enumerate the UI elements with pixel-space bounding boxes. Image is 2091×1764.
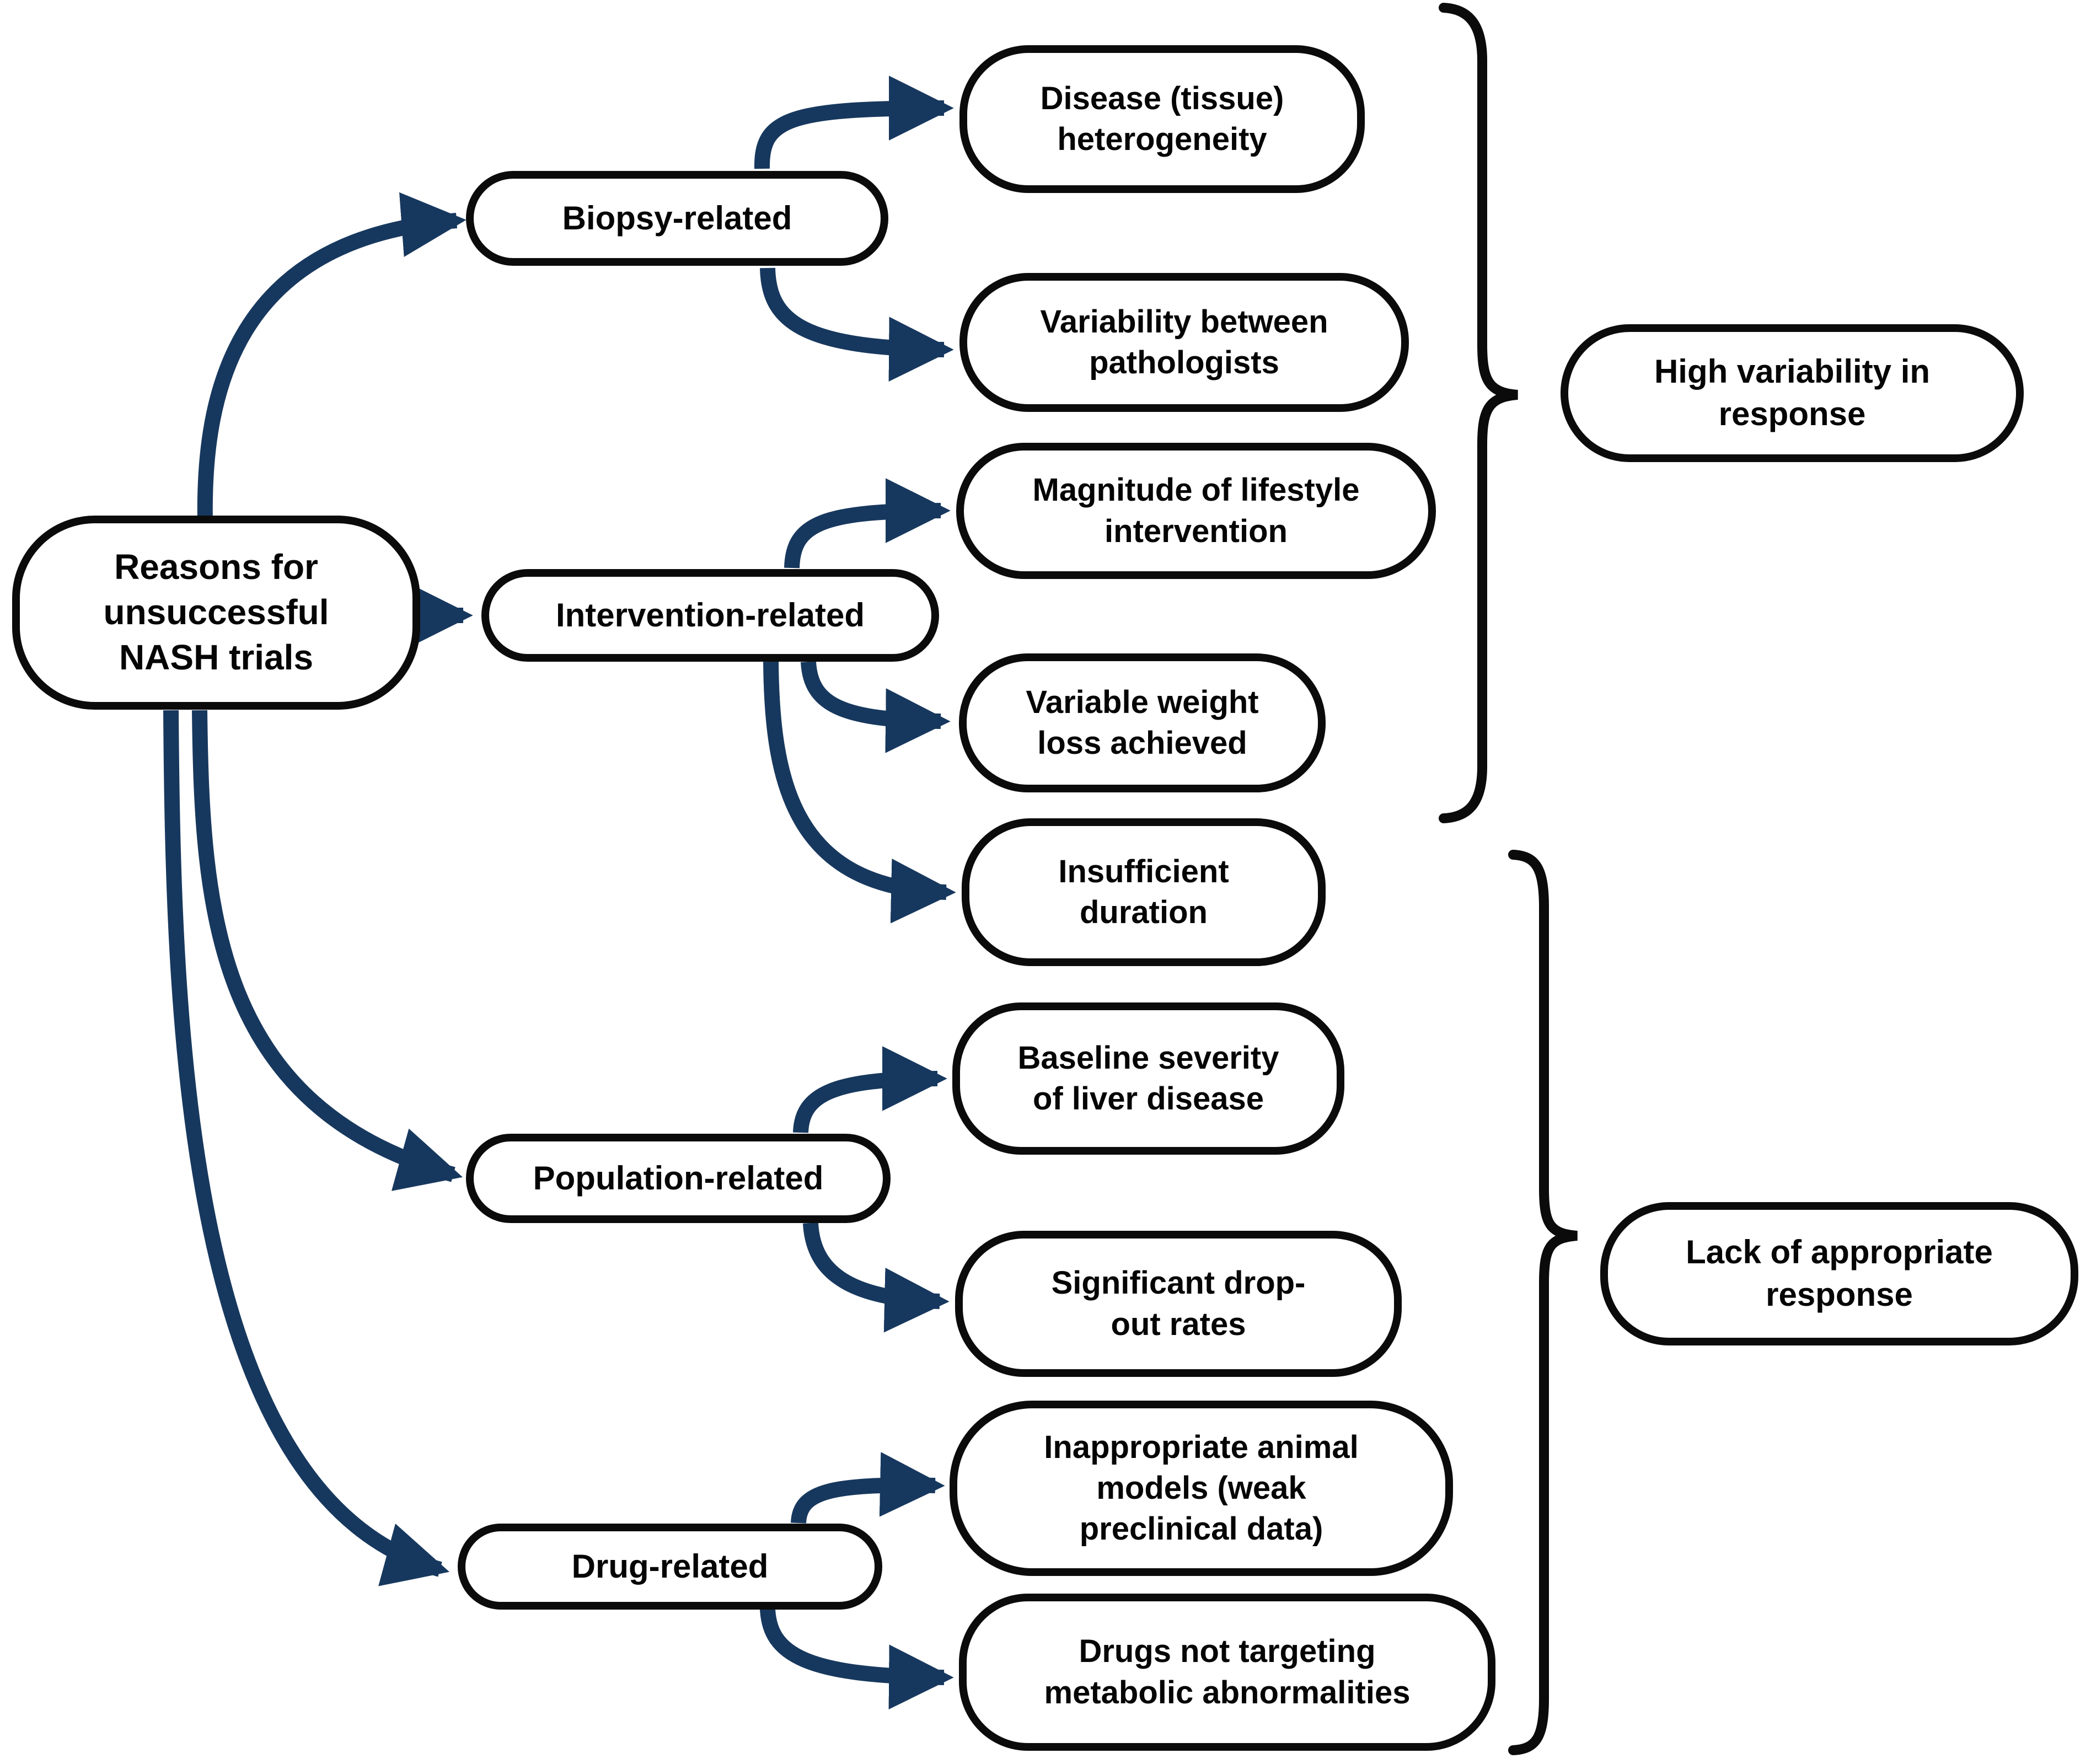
brace-high-variability-group [1439, 3, 1518, 823]
node-leaf-lifestyle-magnitude: Magnitude of lifestyle intervention [956, 443, 1436, 579]
node-outcome-high-variability: High variability in response [1561, 324, 2024, 462]
node-category-intervention-related: Intervention-related [481, 569, 939, 662]
arrow-root-to-drug [163, 710, 450, 1586]
arrow-biopsy-to-pathologist-variability [760, 267, 954, 382]
node-category-population-related: Population-related [466, 1134, 891, 1223]
arrow-intervention-to-weight-loss [801, 661, 951, 753]
node-root-reasons: Reasons for unsuccessful NASH trials [12, 516, 420, 710]
arrow-population-to-baseline-severity [793, 1046, 947, 1133]
node-outcome-lack-response: Lack of appropriate response [1600, 1202, 2078, 1345]
arrow-intervention-to-lifestyle-magnitude [784, 478, 951, 569]
node-category-biopsy-related: Biopsy-related [466, 171, 888, 266]
node-leaf-weight-loss: Variable weight loss achieved [959, 653, 1326, 792]
arrow-drug-to-drug-targets [760, 1608, 954, 1709]
node-leaf-pathologist-variability: Variability between pathologists [959, 273, 1409, 412]
node-leaf-baseline-severity: Baseline severity of liver disease [952, 1002, 1344, 1155]
node-category-drug-related: Drug-related [458, 1524, 882, 1610]
arrow-root-to-biopsy [197, 192, 467, 522]
node-leaf-animal-models: Inappropriate animal models (weak precli… [950, 1401, 1453, 1576]
node-leaf-dropout-rates: Significant drop- out rates [955, 1231, 1402, 1377]
brace-lack-response-group [1508, 850, 1578, 1755]
node-leaf-disease-heterogeneity: Disease (tissue) heterogeneity [959, 45, 1365, 193]
arrow-drug-to-animal-models [791, 1452, 945, 1524]
node-leaf-drug-targets: Drugs not targeting metabolic abnormalit… [959, 1594, 1495, 1751]
arrow-biopsy-to-disease-heterogeneity [754, 76, 954, 169]
node-leaf-insufficient-duration: Insufficient duration [962, 818, 1326, 966]
arrow-intervention-to-insufficient-duration [763, 661, 956, 924]
arrow-population-to-dropout-rates [803, 1223, 950, 1333]
arrow-root-to-population [192, 710, 463, 1191]
